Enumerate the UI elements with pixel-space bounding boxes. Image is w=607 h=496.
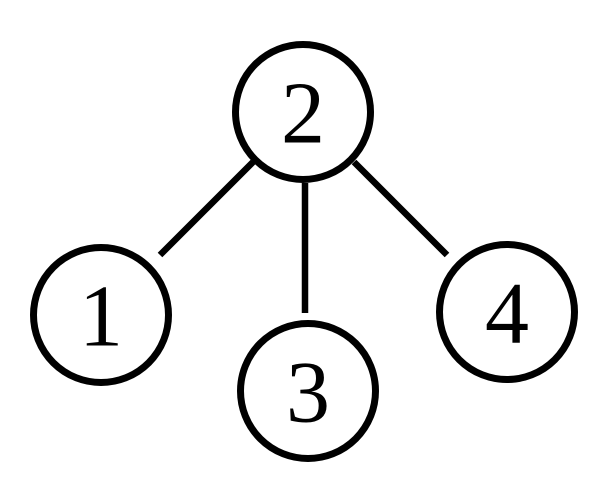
graph-node-4: 4 <box>436 241 578 383</box>
graph-node-3: 3 <box>237 320 379 462</box>
node-label-3: 3 <box>286 344 330 441</box>
edge-2-1 <box>157 159 256 258</box>
node-label-2: 2 <box>281 65 325 162</box>
node-circle-4 <box>436 241 578 383</box>
node-label-1: 1 <box>79 268 123 365</box>
edges-layer <box>157 159 450 313</box>
graph-node-2: 2 <box>232 41 374 183</box>
node-circle-2 <box>232 41 374 183</box>
graph-node-1: 1 <box>30 244 172 386</box>
edge-2-4 <box>351 159 450 258</box>
node-label-4: 4 <box>485 265 529 362</box>
nodes-layer: 1 2 3 4 <box>30 41 578 462</box>
node-circle-1 <box>30 244 172 386</box>
node-circle-3 <box>237 320 379 462</box>
